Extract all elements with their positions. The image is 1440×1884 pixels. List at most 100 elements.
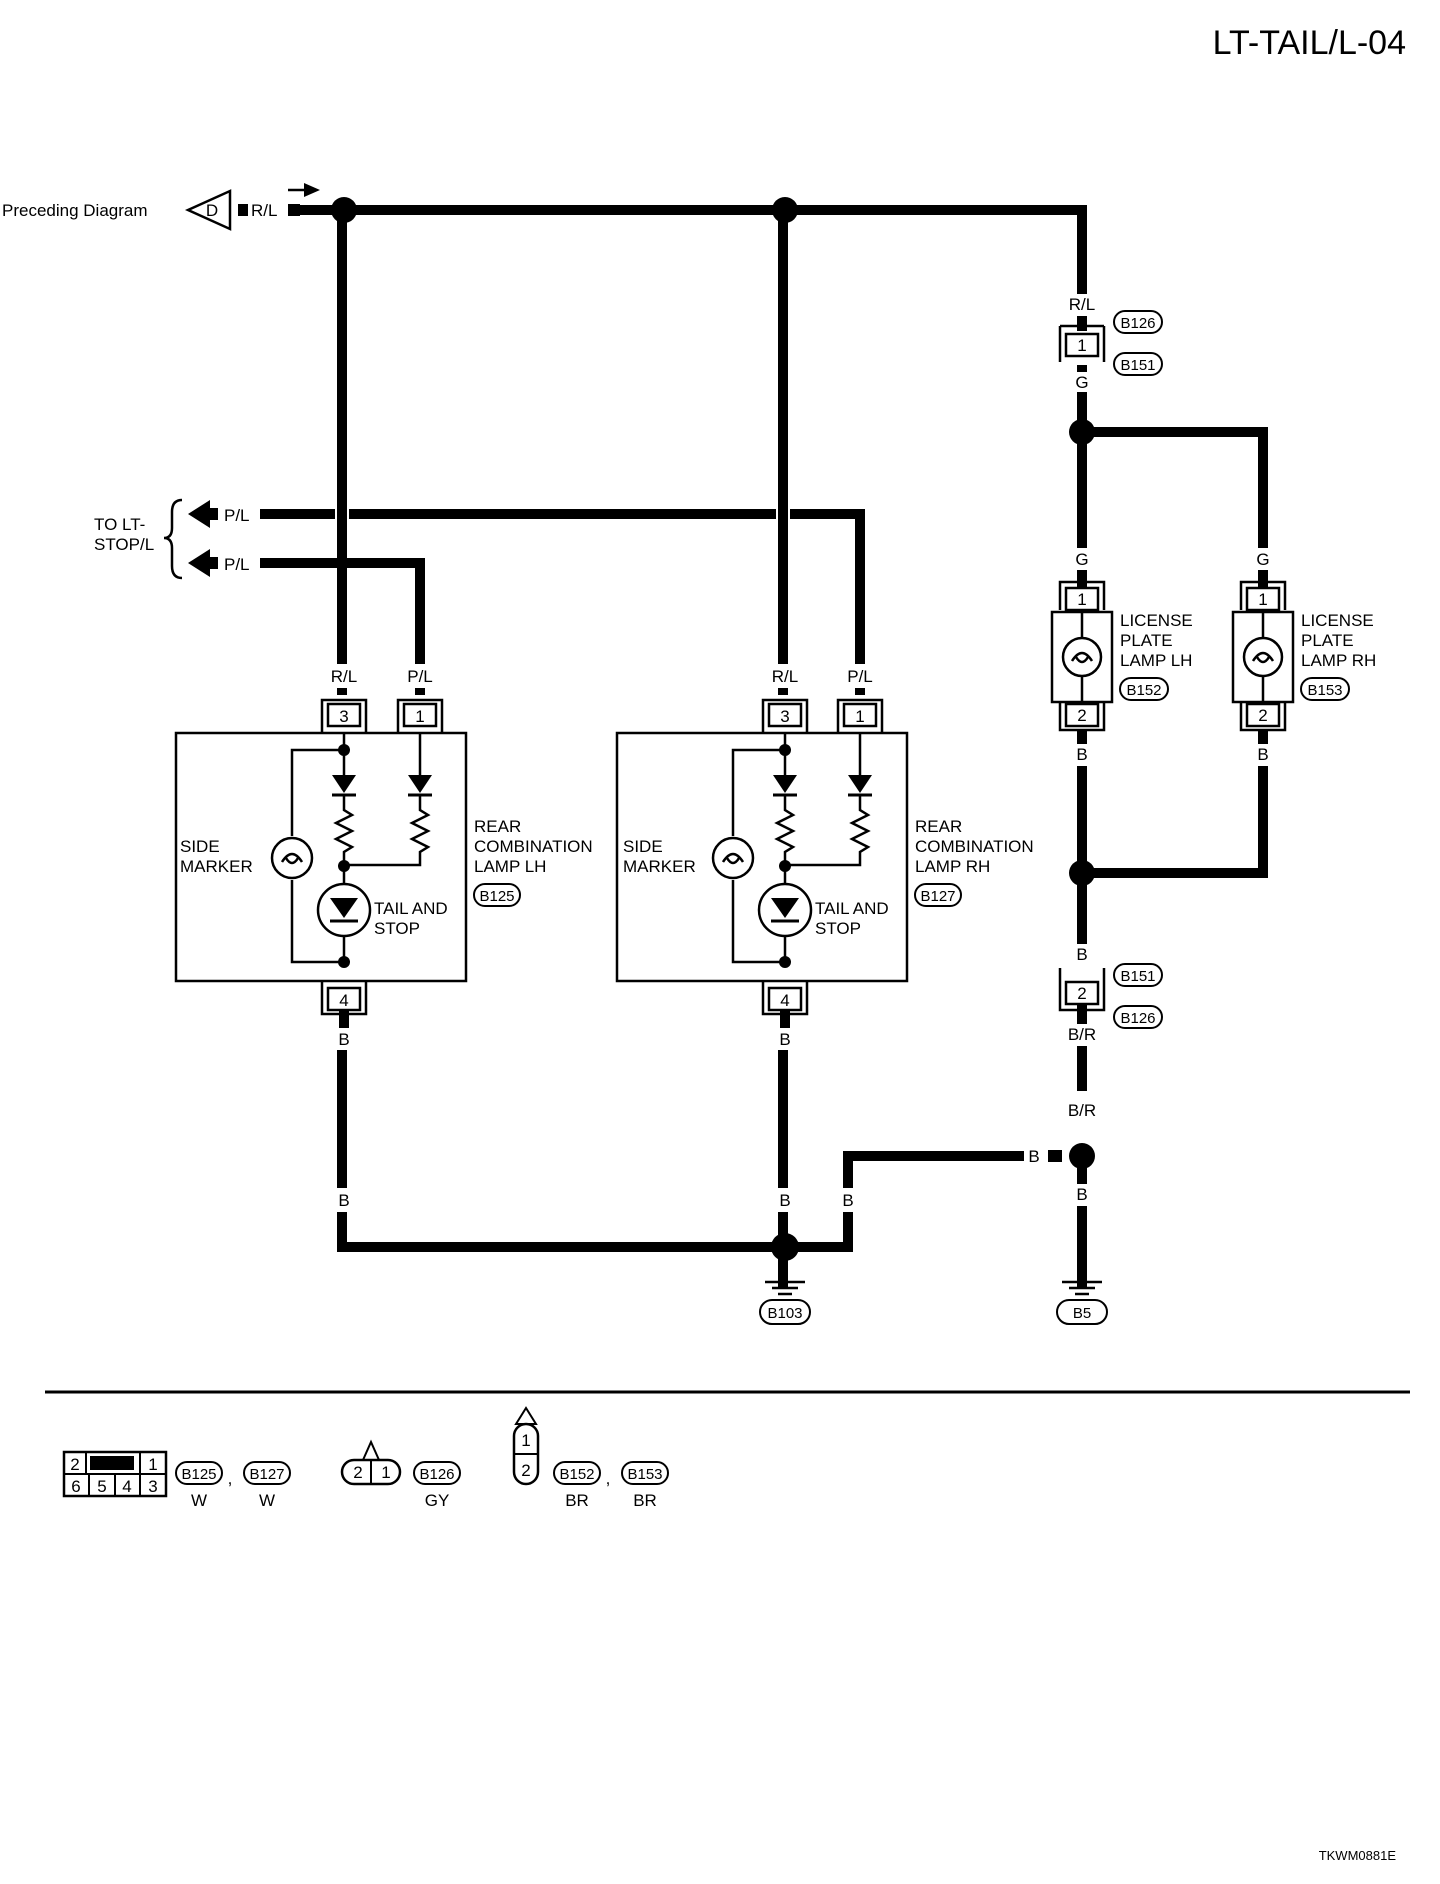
connector-id-oval xyxy=(1113,352,1163,376)
connector-id: B151 xyxy=(1120,968,1155,985)
ground-id: B103 xyxy=(767,1305,802,1322)
wire-label-rl: R/L xyxy=(1069,295,1095,314)
legend-separator: , xyxy=(606,1469,611,1488)
wire-g-branch xyxy=(1077,427,1268,591)
bulb-filament xyxy=(721,852,745,865)
wire-b-rh-plate xyxy=(1077,731,1268,878)
connector-id: B152 xyxy=(1126,682,1161,699)
wire-label-b: B xyxy=(1257,745,1268,764)
wire-pl-lh xyxy=(260,558,425,695)
internal-wiring xyxy=(290,748,344,964)
splice-b-br xyxy=(1069,1143,1095,1169)
connector-arrow-icon xyxy=(184,189,232,231)
connector-pin-box xyxy=(1064,980,1100,1006)
preceding-wire-color: R/L xyxy=(251,201,277,220)
lamp-name: LAMP LH xyxy=(474,857,546,876)
wire-labels-top: R/L P/L R/L P/L xyxy=(322,664,882,688)
connector-pin-box xyxy=(1064,702,1100,728)
pin-number: 1 xyxy=(855,707,864,726)
lamp-lh-box xyxy=(174,731,468,983)
pin-number: 3 xyxy=(780,707,789,726)
connector-id: B153 xyxy=(1307,682,1342,699)
connector-bracket xyxy=(1239,702,1287,732)
to-stop-label-line1: TO LT- xyxy=(94,515,145,534)
lamp-name: REAR xyxy=(915,817,962,836)
tail-stop-label: TAIL AND xyxy=(815,899,889,918)
ground-right: B5 xyxy=(1056,1280,1108,1325)
lamp-name: LAMP RH xyxy=(1301,651,1376,670)
lamp-name: LAMP RH xyxy=(915,857,990,876)
connector-bracket xyxy=(1239,580,1287,610)
connector-pin-box xyxy=(1245,702,1281,728)
preceding-diagram: Preceding Diagram D R/L xyxy=(2,183,320,231)
connector-pin-box xyxy=(1064,332,1100,358)
connector-id-oval xyxy=(1300,677,1350,701)
connector-id-oval xyxy=(473,883,521,907)
preceding-connector-letter: D xyxy=(206,201,218,220)
wire-label-g: G xyxy=(1075,373,1088,392)
resistor-icon xyxy=(774,795,796,865)
to-stop-wire2: P/L xyxy=(224,555,250,574)
legend-pin: 1 xyxy=(148,1455,157,1474)
splice-b xyxy=(1069,860,1095,886)
legend-connector-id: B125 xyxy=(181,1466,216,1483)
wire-label-b: B xyxy=(779,1030,790,1049)
splice-ground-left xyxy=(771,1233,799,1261)
connector-pin-box xyxy=(1245,586,1281,612)
wire-label-b: B xyxy=(842,1191,853,1210)
pin-number: 1 xyxy=(1077,336,1086,355)
tail-stop-label: STOP xyxy=(374,919,420,938)
out-arrow-icon xyxy=(188,549,210,577)
legend-pin: 2 xyxy=(353,1463,362,1482)
connector-bracket xyxy=(1058,324,1106,362)
wire-label-br: B/R xyxy=(1068,1101,1096,1120)
pin-number: 1 xyxy=(1258,590,1267,609)
connector-id: B126 xyxy=(1120,1010,1155,1027)
wire-stub xyxy=(288,204,300,216)
side-marker-bulb-icon xyxy=(711,836,755,880)
ground-id: B5 xyxy=(1073,1305,1091,1322)
connector-id-oval xyxy=(621,1461,669,1485)
connector-bracket xyxy=(761,698,809,732)
lamp-name: LICENSE xyxy=(1301,611,1374,630)
rear-combination-lamp-rh: 3 1 4 SIDE MARKER TAIL AND STOP REAR COM… xyxy=(615,698,1034,1035)
to-stop-label-line2: STOP/L xyxy=(94,535,154,554)
connector-id-oval xyxy=(1113,963,1163,987)
junction xyxy=(779,956,791,968)
diode-symbol xyxy=(330,898,358,918)
to-stop-lamp: TO LT- STOP/L P/L P/L xyxy=(94,498,250,580)
pin-number: 2 xyxy=(1077,984,1086,1003)
wire-label-g: G xyxy=(1075,550,1088,569)
wire-label-pl: P/L xyxy=(407,667,433,686)
connector-id-oval xyxy=(243,1461,291,1485)
connector-bracket xyxy=(320,698,368,732)
out-arrow-icon xyxy=(188,500,210,528)
joint-connector-lower: B 2 B151 B126 B/R B/R B xyxy=(1058,944,1163,1206)
pin-number: 1 xyxy=(1077,590,1086,609)
ground-left: B103 xyxy=(759,1280,811,1325)
lamp-name: COMBINATION xyxy=(474,837,593,856)
legend-color: GY xyxy=(425,1491,450,1510)
connector-id-oval xyxy=(1119,677,1169,701)
legend-pin: 1 xyxy=(381,1463,390,1482)
wire-label-rl: R/L xyxy=(772,667,798,686)
connector-id-oval xyxy=(759,1299,811,1325)
pin-number: 3 xyxy=(339,707,348,726)
license-lamp-rh-bulb-icon xyxy=(1242,636,1284,678)
legend-color: W xyxy=(259,1491,275,1510)
rear-combination-lamp-lh: 3 1 4 SIDE MARKER TAIL AND STOP REAR COM… xyxy=(174,698,593,1035)
wire-stub xyxy=(238,204,248,216)
legend-connector-id: B126 xyxy=(419,1466,454,1483)
pin-number: 4 xyxy=(339,991,348,1010)
wire-label-b: B xyxy=(1076,945,1087,964)
resistor-icon xyxy=(785,795,871,867)
legend-separator: , xyxy=(228,1469,233,1488)
lamp-name: LAMP LH xyxy=(1120,651,1192,670)
legend-color: BR xyxy=(633,1491,657,1510)
wire-b-lh-ground xyxy=(337,1043,788,1252)
side-marker-label: SIDE xyxy=(623,837,663,856)
connector-id-oval xyxy=(1113,1005,1163,1029)
wire-stub xyxy=(206,557,218,569)
bulb-filament xyxy=(1251,612,1275,702)
